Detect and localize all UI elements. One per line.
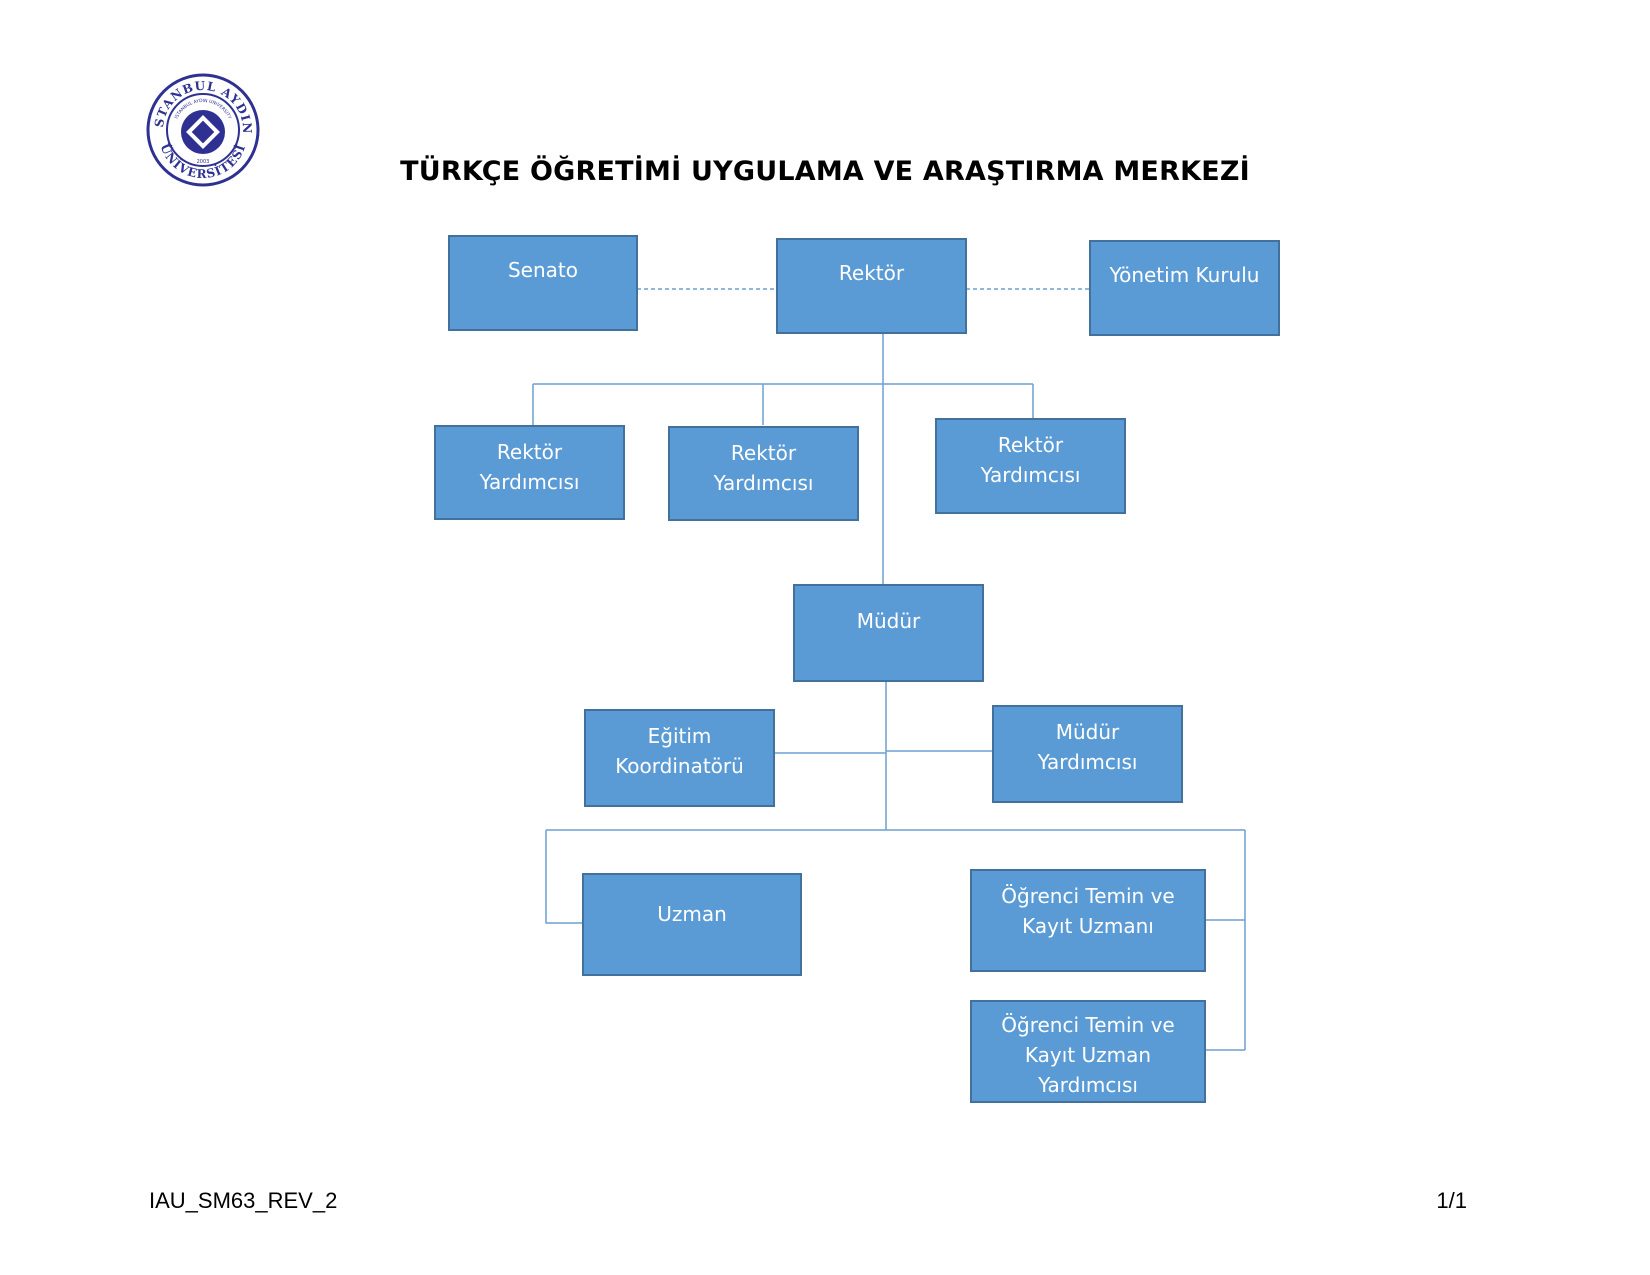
rektor-yardimcisi-box-1: Rektör Yardımcısı (434, 425, 625, 520)
senato-box: Senato (448, 235, 638, 331)
rektor-yardimcisi-label-3: Rektör Yardımcısı (980, 433, 1081, 487)
ogrenci-temin-kayit-uzman-yardimcisi-box: Öğrenci Temin ve Kayıt Uzman Yardımcısı (970, 1000, 1206, 1103)
rektor-box: Rektör (776, 238, 967, 334)
rektor-yardimcisi-box-3: Rektör Yardımcısı (935, 418, 1126, 514)
mudur-yardimcisi-box: Müdür Yardımcısı (992, 705, 1183, 803)
page-number: 1/1 (1436, 1188, 1467, 1213)
ogrenci-temin-kayit-uzmani-label: Öğrenci Temin ve Kayıt Uzmanı (1001, 884, 1175, 938)
yonetim-kurulu-box: Yönetim Kurulu (1089, 240, 1280, 336)
rektor-yardimcisi-label-2: Rektör Yardımcısı (713, 441, 814, 495)
egitim-koordinatoru-label: Eğitim Koordinatörü (615, 724, 744, 778)
egitim-koordinatoru-box: Eğitim Koordinatörü (584, 709, 775, 807)
ogrenci-temin-kayit-uzman-yardimcisi-label: Öğrenci Temin ve Kayıt Uzman Yardımcısı (1001, 1013, 1175, 1097)
mudur-label: Müdür (856, 609, 921, 633)
uzman-box: Uzman (582, 873, 802, 976)
ogrenci-temin-kayit-uzmani-box: Öğrenci Temin ve Kayıt Uzmanı (970, 869, 1206, 972)
senato-label: Senato (507, 258, 578, 282)
rektor-label: Rektör (838, 261, 905, 285)
yonetim-kurulu-label: Yönetim Kurulu (1109, 263, 1260, 287)
logo-outer-ring (146, 73, 260, 187)
logo-middle-ring (166, 93, 240, 167)
mudur-yardimcisi-label: Müdür Yardımcısı (1037, 720, 1138, 774)
connector-uzman (545, 830, 582, 924)
mudur-box: Müdür (793, 584, 984, 682)
uzman-label: Uzman (657, 902, 727, 926)
page-title: TÜRKÇE ÖĞRETİMİ UYGULAMA VE ARAŞTIRMA ME… (400, 156, 1250, 187)
rektor-yardimcisi-label-1: Rektör Yardımcısı (479, 440, 580, 494)
university-logo: İSTANBUL AYDIN ÜNİVERSİTESİ İSTANBUL AYD… (145, 72, 260, 187)
document-code: IAU_SM63_REV_2 (149, 1188, 338, 1213)
rektor-yardimcisi-box-2: Rektör Yardımcısı (668, 426, 859, 521)
logo-year: 2003 (197, 159, 210, 165)
